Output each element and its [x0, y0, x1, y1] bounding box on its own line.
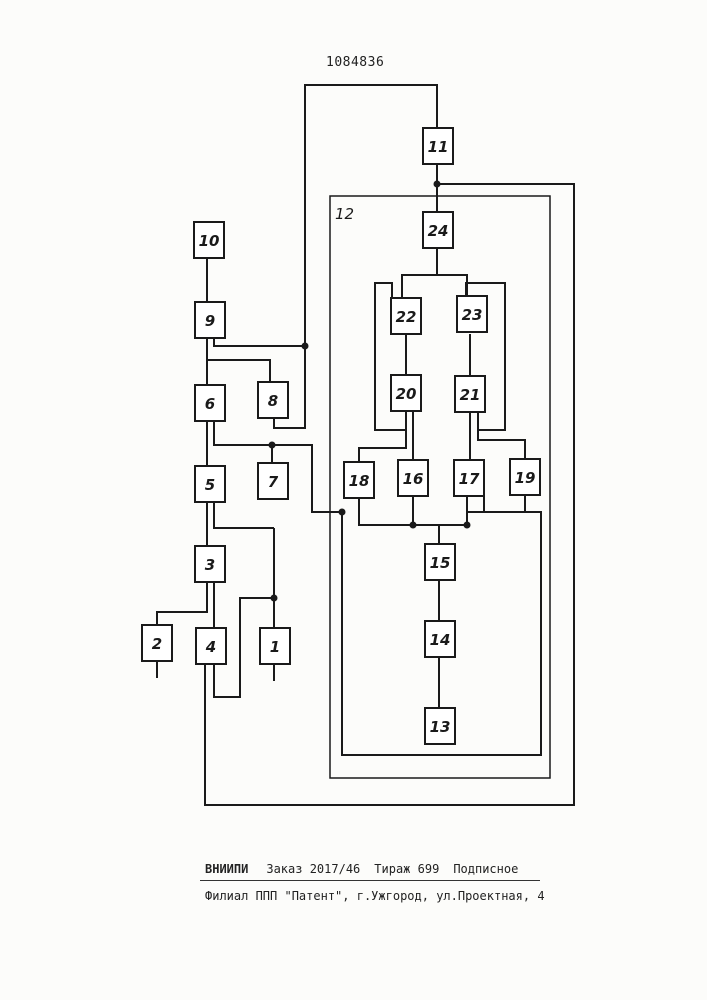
block-5: 5	[195, 466, 225, 502]
footer-order: Заказ 2017/46	[266, 862, 360, 876]
svg-text:20: 20	[396, 385, 417, 403]
svg-text:7: 7	[268, 473, 279, 491]
block-24: 24	[423, 212, 453, 248]
svg-text:19: 19	[515, 469, 536, 487]
svg-text:4: 4	[205, 638, 216, 656]
block-14: 14	[425, 621, 455, 657]
svg-text:1: 1	[270, 638, 280, 656]
svg-text:6: 6	[205, 395, 215, 413]
svg-text:16: 16	[403, 470, 424, 488]
block-22: 22	[391, 298, 421, 334]
block-10: 10	[194, 222, 224, 258]
svg-text:14: 14	[430, 631, 451, 649]
block-3: 3	[195, 546, 225, 582]
block-8: 8	[258, 382, 288, 418]
footer-org: ВНИИПИ	[205, 862, 248, 876]
svg-text:22: 22	[396, 308, 417, 326]
block-16: 16	[398, 460, 428, 496]
block-23: 23	[457, 296, 487, 332]
svg-text:13: 13	[430, 718, 451, 736]
block-18: 18	[344, 462, 374, 498]
block-13: 13	[425, 708, 455, 744]
block-20: 20	[391, 375, 421, 411]
svg-text:8: 8	[268, 392, 278, 410]
svg-text:17: 17	[459, 470, 480, 488]
footer-subscription: Подписное	[453, 862, 518, 876]
subsystem-frame-label: 12	[335, 205, 354, 223]
block-1: 1	[260, 628, 290, 664]
svg-text:18: 18	[349, 472, 370, 490]
svg-text:10: 10	[199, 232, 220, 250]
svg-text:3: 3	[205, 556, 215, 574]
block-21: 21	[455, 376, 485, 412]
svg-text:5: 5	[205, 476, 215, 494]
block-9: 9	[195, 302, 225, 338]
block-2: 2	[142, 625, 172, 661]
block-15: 15	[425, 544, 455, 580]
svg-text:9: 9	[205, 312, 215, 330]
footer-print-info: ВНИИПИ Заказ 2017/46 Тираж 699 Подписное	[205, 862, 560, 876]
svg-text:15: 15	[430, 554, 451, 572]
block-17: 17	[454, 460, 484, 496]
block-7: 7	[258, 463, 288, 499]
svg-text:24: 24	[428, 222, 449, 240]
svg-text:23: 23	[462, 306, 483, 324]
block-4: 4	[196, 628, 226, 664]
svg-text:2: 2	[152, 635, 162, 653]
svg-text:11: 11	[428, 138, 449, 156]
footer-divider	[200, 880, 540, 881]
block-11: 11	[423, 128, 453, 164]
footer-address: Филиал ППП "Патент", г.Ужгород, ул.Проек…	[205, 889, 560, 903]
block-19: 19	[510, 459, 540, 495]
block-6: 6	[195, 385, 225, 421]
connection-lines	[157, 85, 574, 805]
svg-text:21: 21	[460, 386, 481, 404]
footer-run: Тираж 699	[374, 862, 439, 876]
